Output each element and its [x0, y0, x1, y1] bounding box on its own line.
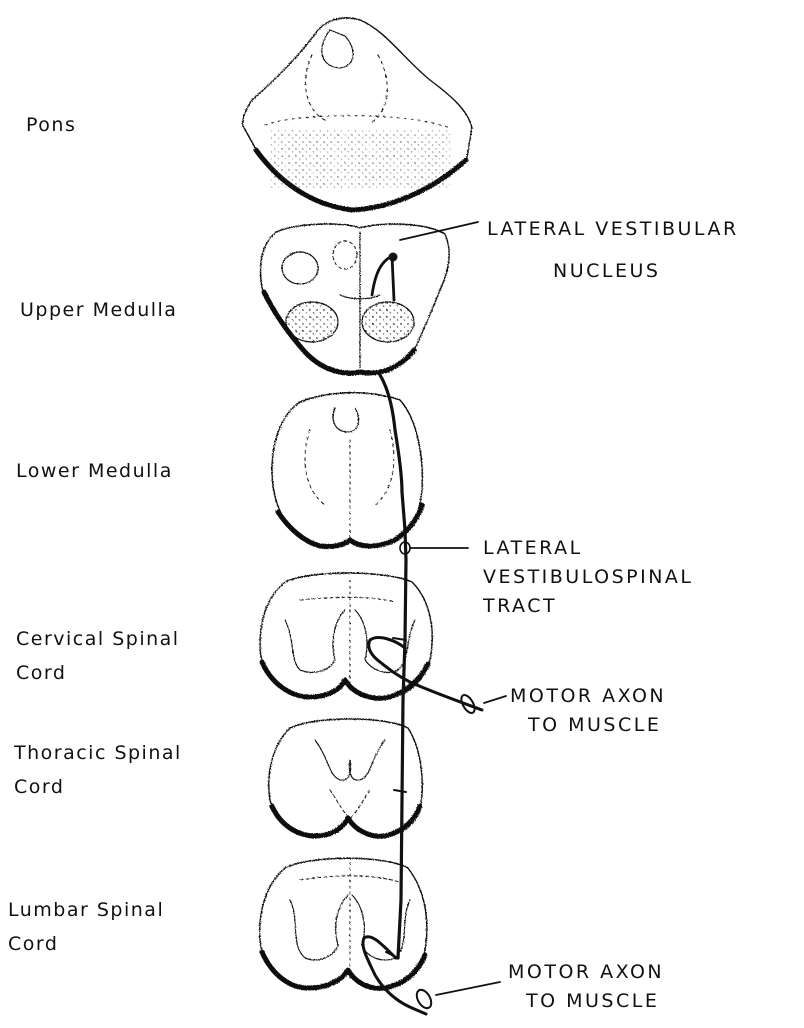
lumbar-motor-leader-line: [435, 981, 501, 996]
label-lumbar-line-2: Cord: [8, 933, 59, 955]
upper-medulla-section: [259, 223, 450, 376]
cervical-motor-axon: [367, 636, 484, 712]
annotation-nucleus-line-1: LATERAL VESTIBULAR: [487, 218, 739, 240]
annotation-tract-line-2: VESTIBULOSPINAL: [483, 566, 694, 588]
label-cervical-line-2: Cord: [16, 662, 67, 684]
cervical-motor-leader-line: [483, 695, 507, 704]
nucleus-to-tract-path: [370, 254, 396, 302]
cervical-axon-marker-icon: [460, 693, 476, 715]
annotation-motor-lumbar-line-2: TO MUSCLE: [526, 990, 660, 1012]
label-lumbar: Lumbar Spinal Cord: [8, 893, 164, 961]
annotation-lateral-vestibular-nucleus: LATERAL VESTIBULAR NUCLEUS: [487, 208, 739, 292]
annotation-motor-cervical-line-1: MOTOR AXON: [510, 685, 667, 707]
annotation-motor-cervical-line-2: TO MUSCLE: [528, 714, 662, 736]
label-thoracic-line-2: Cord: [14, 776, 65, 798]
annotation-tract-line-3: TRACT: [483, 595, 558, 617]
nucleus-leader-line: [399, 221, 479, 241]
label-lower-medulla: Lower Medulla: [16, 454, 173, 488]
lumbar-section: [259, 857, 428, 991]
label-upper-medulla-line-1: Upper Medulla: [20, 299, 178, 321]
annotation-motor-lumbar-line-1: MOTOR AXON: [508, 961, 665, 983]
label-lumbar-line-1: Lumbar Spinal: [8, 899, 165, 921]
annotation-lateral-vestibulospinal-tract: LATERAL VESTIBULOSPINAL TRACT: [483, 534, 694, 621]
pons-section: [242, 17, 473, 213]
annotation-nucleus-line-2: NUCLEUS: [553, 260, 661, 282]
vestibulospinal-pathway: [361, 252, 484, 1016]
label-pons-line-1: Pons: [26, 114, 77, 136]
thoracic-section: [268, 718, 423, 839]
label-pons: Pons: [26, 108, 76, 142]
annotation-motor-axon-cervical: MOTOR AXON TO MUSCLE: [510, 682, 666, 740]
annotation-tract-line-1: LATERAL: [483, 537, 583, 559]
lateral-vestibular-nucleus-dot: [388, 252, 398, 262]
descending-tract: [378, 373, 408, 960]
label-thoracic-line-1: Thoracic Spinal: [14, 742, 182, 764]
label-lower-medulla-line-1: Lower Medulla: [16, 460, 173, 482]
lumbar-motor-axon: [361, 935, 428, 1016]
label-cervical-line-1: Cervical Spinal: [16, 628, 180, 650]
cervical-section: [259, 572, 433, 701]
label-thoracic: Thoracic Spinal Cord: [14, 736, 182, 804]
label-upper-medulla: Upper Medulla: [20, 293, 177, 327]
annotation-motor-axon-lumbar: MOTOR AXON TO MUSCLE: [508, 958, 664, 1016]
label-cervical: Cervical Spinal Cord: [16, 622, 180, 690]
lumbar-axon-marker-icon: [415, 988, 433, 1010]
leader-lines: [399, 221, 507, 996]
